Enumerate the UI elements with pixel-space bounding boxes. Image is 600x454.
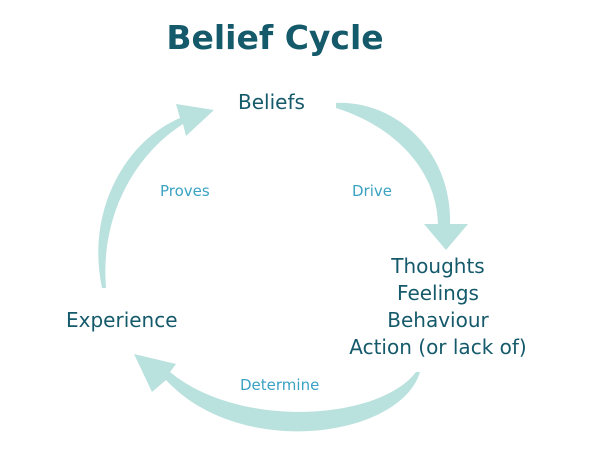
outcome-action: Action (or lack of) [349, 335, 527, 359]
edge-label-drive: Drive [352, 182, 392, 200]
arrow-proves [98, 104, 214, 288]
edge-label-proves: Proves [160, 182, 210, 200]
node-outcomes: Thoughts Feelings Behaviour Action (or l… [338, 253, 538, 361]
outcome-behaviour: Behaviour [387, 308, 489, 332]
arrow-drive [336, 102, 468, 250]
outcome-feelings: Feelings [397, 281, 479, 305]
outcome-thoughts: Thoughts [391, 254, 485, 278]
diagram-title: Belief Cycle [166, 18, 384, 57]
arrow-determine [134, 354, 420, 432]
node-experience: Experience [66, 308, 178, 332]
edge-label-determine: Determine [240, 376, 320, 394]
node-beliefs: Beliefs [238, 90, 305, 114]
